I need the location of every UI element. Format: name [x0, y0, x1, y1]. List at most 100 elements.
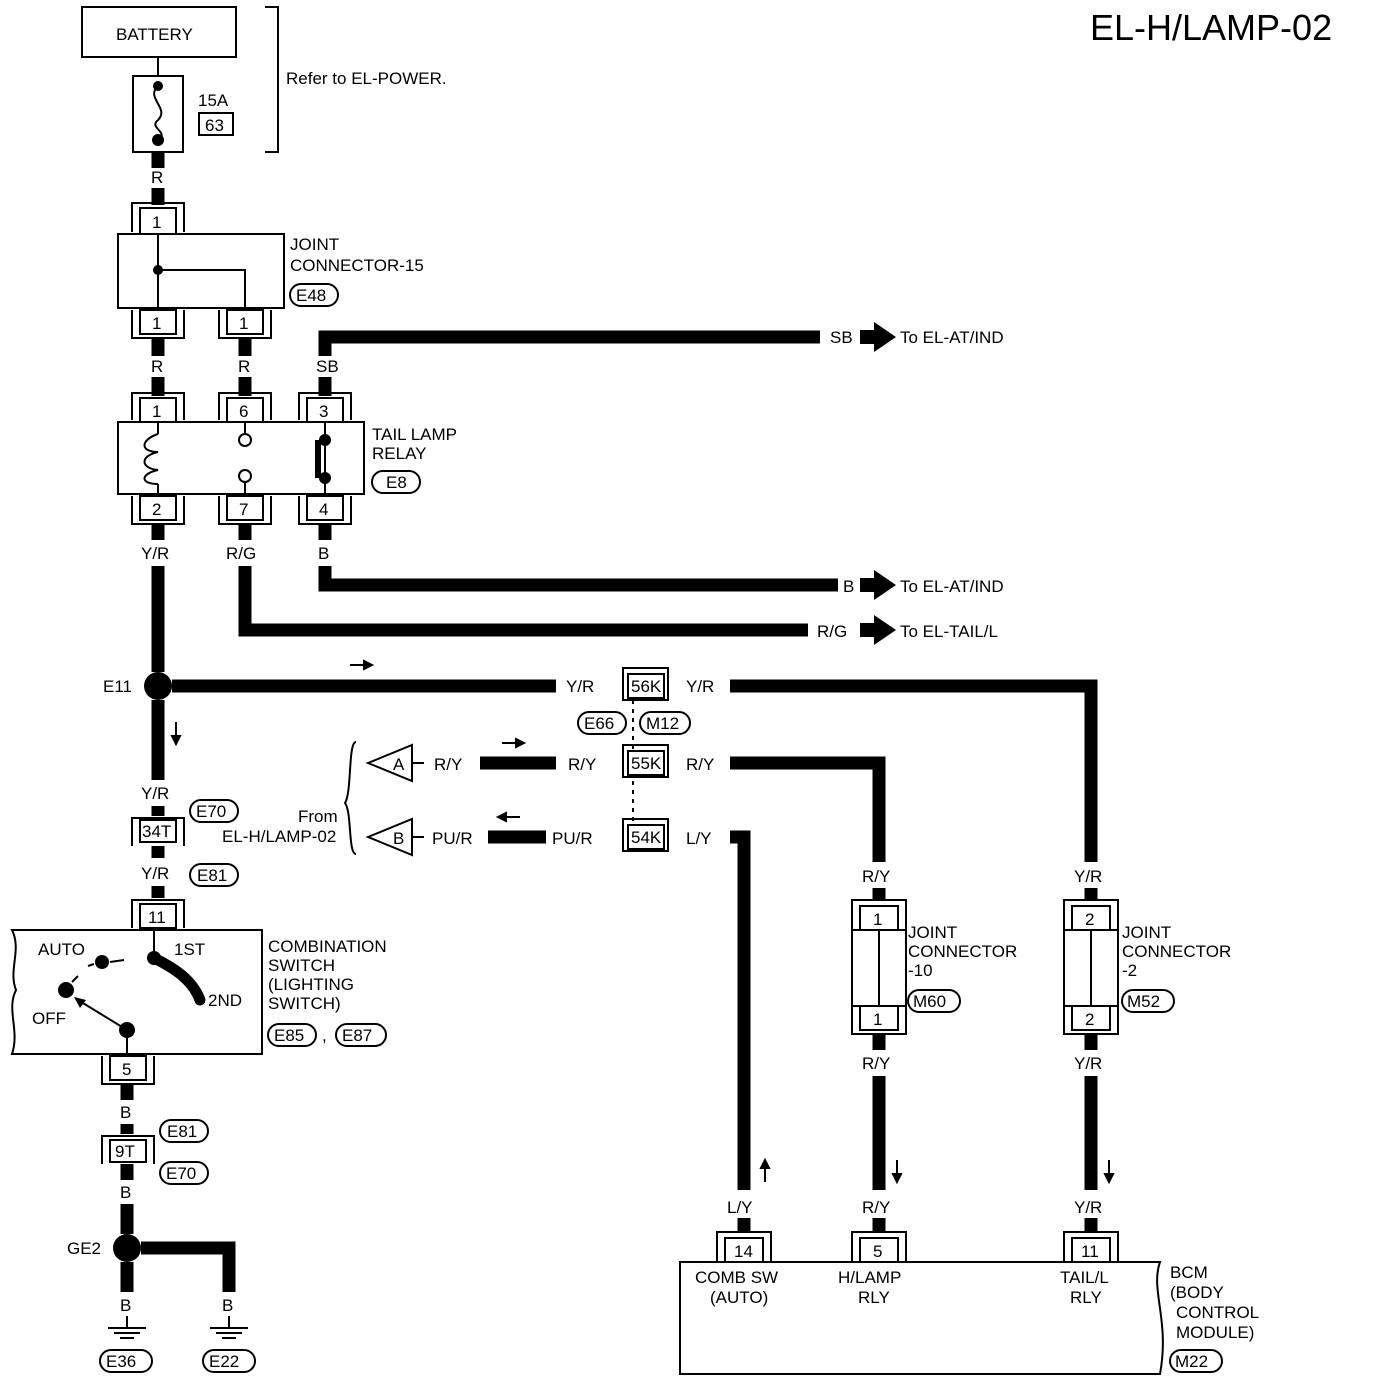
- jc2-label-3: -2: [1122, 961, 1137, 980]
- svg-text:11: 11: [1081, 1242, 1099, 1261]
- joint-connector-10: 1 1: [851, 899, 907, 1035]
- svg-text:2: 2: [1085, 1010, 1094, 1029]
- wire-label-b: B: [222, 1296, 233, 1315]
- jc2-code: M52: [1127, 992, 1160, 1011]
- svg-text:5: 5: [122, 1060, 131, 1079]
- dest-at-ind-2: To EL-AT/IND: [900, 577, 1004, 596]
- relay-coil-icon: [143, 433, 159, 485]
- current-flow-arrow-icon: [891, 1160, 903, 1185]
- current-flow-arrow-icon: [502, 737, 527, 749]
- relay-code-box: [371, 470, 421, 494]
- code-e85: E85: [274, 1026, 304, 1045]
- wire-label-yr: Y/R: [1074, 1198, 1102, 1217]
- wire-label-yr: Y/R: [1074, 1054, 1102, 1073]
- code-e36: E36: [106, 1352, 136, 1371]
- arrow-right-icon: [860, 322, 896, 352]
- wire-label-ly: L/Y: [686, 829, 712, 848]
- jc15-code-box: [289, 283, 339, 307]
- wire-label-yr: Y/R: [686, 677, 714, 696]
- arrow-right-icon: [860, 615, 896, 645]
- jc10-label-2: CONNECTOR: [908, 942, 1017, 961]
- wire-label-yr: Y/R: [141, 864, 169, 883]
- svg-text:2: 2: [152, 500, 161, 519]
- bcm-code: M22: [1175, 1352, 1208, 1371]
- wire-label-ry: R/Y: [686, 755, 714, 774]
- wire-label-b: B: [120, 1103, 131, 1122]
- wire-label-b: B: [120, 1183, 131, 1202]
- ground-icon: [108, 1316, 146, 1339]
- svg-text:1: 1: [152, 213, 161, 232]
- jc2-code-box: [1121, 989, 1175, 1013]
- wire-label-rg: R/G: [817, 622, 847, 641]
- bcm-pin11-label-2: RLY: [1070, 1288, 1102, 1307]
- wire-label-pur: PU/R: [552, 829, 593, 848]
- wire-label-pur: PU/R: [432, 829, 473, 848]
- code-e87-box: [335, 1023, 387, 1047]
- bcm-pin14-label-1: COMB SW: [695, 1268, 778, 1287]
- comb-label-1: COMBINATION: [268, 937, 387, 956]
- connector-b-label: B: [393, 829, 404, 848]
- code-e70-box: [189, 799, 239, 823]
- wire-label-ry: R/Y: [862, 1198, 890, 1217]
- code-e81: E81: [167, 1122, 197, 1141]
- splice-ge2: [113, 1234, 141, 1262]
- wire-label-yr: Y/R: [566, 677, 594, 696]
- code-e70: E70: [166, 1164, 196, 1183]
- arrow-right-icon: [860, 570, 896, 600]
- wire-label-ry: R/Y: [862, 867, 890, 886]
- code-m12-box: [639, 711, 691, 735]
- code-e22: E22: [209, 1352, 239, 1371]
- svg-text:56K: 56K: [631, 677, 662, 696]
- current-flow-arrow-icon: [170, 722, 182, 747]
- comb-label-4: SWITCH): [268, 994, 341, 1013]
- jc10-code-box: [907, 989, 961, 1013]
- svg-text:5: 5: [873, 1242, 882, 1261]
- bcm-pin14-label-2: (AUTO): [710, 1288, 768, 1307]
- wire-label-yr: Y/R: [1074, 867, 1102, 886]
- svg-text:34T: 34T: [142, 822, 171, 841]
- relay-label-2: RELAY: [372, 444, 427, 463]
- bcm-pin5-label-1: H/LAMP: [838, 1268, 901, 1287]
- fuse-number: 63: [205, 116, 224, 135]
- power-bracket: [265, 6, 279, 153]
- connector-a-label: A: [393, 755, 405, 774]
- code-e85-box: [267, 1023, 317, 1047]
- current-flow-arrow-icon: [495, 811, 520, 823]
- splice-e11-label: E11: [103, 677, 132, 696]
- combination-switch: 11 5: [10, 899, 263, 1085]
- jc10-label-1: JOINT: [908, 923, 957, 942]
- code-e81-box: [189, 863, 239, 887]
- wire-label-ry: R/Y: [568, 755, 596, 774]
- relay-label-1: TAIL LAMP: [372, 425, 457, 444]
- jc10-label-3: -10: [908, 961, 933, 980]
- wire-label-ry: R/Y: [434, 755, 462, 774]
- wire-label-ry: R/Y: [862, 1054, 890, 1073]
- code-e81-box: [159, 1119, 209, 1143]
- comb-label-2: SWITCH: [268, 956, 335, 975]
- connector-a-icon: [365, 743, 413, 783]
- wire-label-yr: Y/R: [141, 544, 169, 563]
- fuse-number-box: [198, 112, 234, 136]
- switch-pos-off: OFF: [32, 1009, 66, 1028]
- jc15-code: E48: [296, 286, 326, 305]
- code-separator: ,: [322, 1026, 327, 1045]
- code-e81: E81: [197, 866, 227, 885]
- svg-text:3: 3: [319, 402, 328, 421]
- code-e70: E70: [196, 802, 226, 821]
- wire-label-r: R: [151, 357, 163, 376]
- refer-power-text: Refer to EL-POWER.: [286, 69, 447, 88]
- bcm-code-box: [1169, 1349, 1223, 1373]
- bcm-label-2: (BODY: [1170, 1283, 1224, 1302]
- current-flow-arrow-icon: [1103, 1160, 1115, 1185]
- svg-text:9T: 9T: [115, 1142, 135, 1161]
- bcm-pin5-label-2: RLY: [858, 1288, 890, 1307]
- wire-label-r: R: [238, 357, 250, 376]
- jc2-label-2: CONNECTOR: [1122, 942, 1231, 961]
- switch-lever-icon: [77, 999, 128, 1031]
- joint-connector-2: 2 2: [1063, 899, 1119, 1035]
- wire-label-rg: R/G: [226, 544, 256, 563]
- joint-connector-15: 1 1 1: [117, 202, 285, 339]
- svg-text:4: 4: [319, 500, 328, 519]
- svg-text:6: 6: [239, 402, 248, 421]
- svg-text:1: 1: [152, 314, 161, 333]
